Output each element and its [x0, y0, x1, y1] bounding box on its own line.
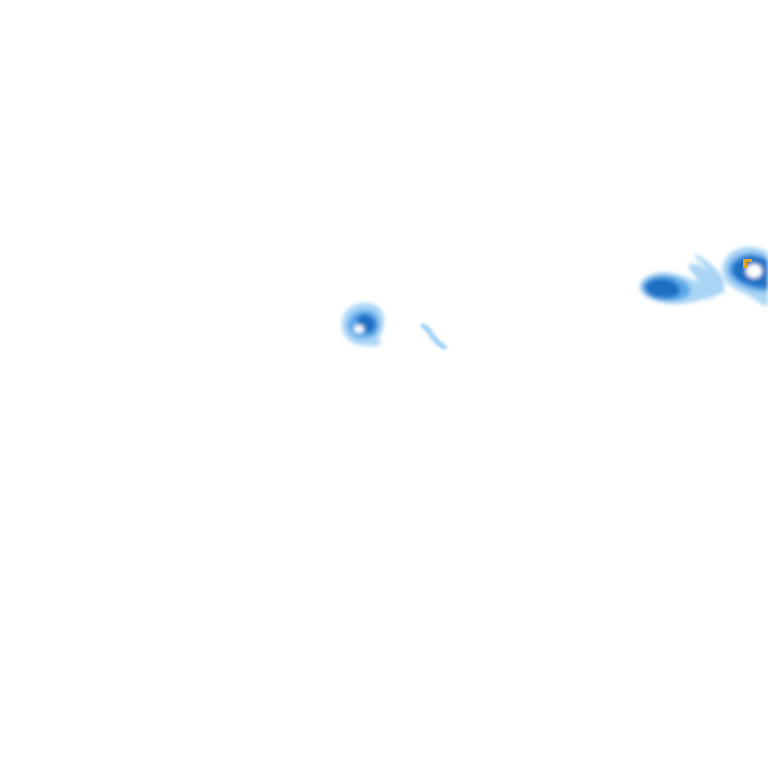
echo-east-band-bridge [688, 263, 725, 295]
echo-east-edge-hole [746, 264, 762, 278]
echo-west-tail [359, 337, 383, 347]
echo-west-hole [354, 325, 364, 333]
echo-central-streak-body [420, 323, 448, 350]
echo-east-band-heavy [645, 278, 680, 298]
echo-east-band[interactable] [640, 254, 725, 304]
extreme-core-mark [743, 259, 752, 268]
echo-west-cell[interactable] [342, 302, 385, 347]
echo-central-streak[interactable] [420, 323, 448, 350]
echo-east-edge-cell[interactable] [722, 246, 768, 306]
echo-extreme-core[interactable] [743, 259, 752, 268]
